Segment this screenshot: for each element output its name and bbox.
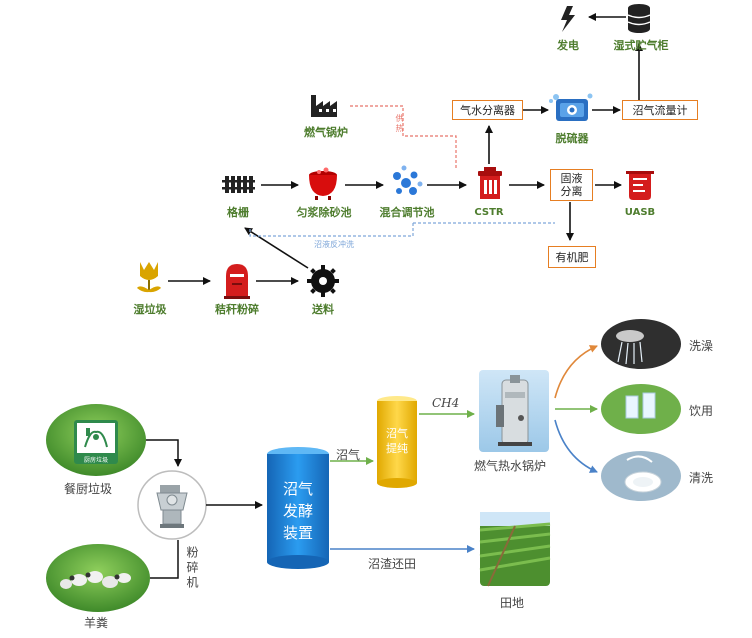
gas-holder-icon: [627, 4, 651, 33]
wet-waste-label: 湿垃圾: [133, 303, 167, 316]
ch4-label: CH4: [432, 396, 460, 410]
kitchen-sign-text: 厨房垃圾: [83, 457, 108, 464]
boiler-label: 燃气锅炉: [304, 126, 348, 139]
field-image: [479, 512, 551, 587]
digestate-label: 沼渣还田: [368, 557, 417, 571]
shower-label: 洗澡: [689, 339, 714, 353]
gas-holder-label: 湿式贮气柜: [613, 39, 669, 52]
boiler-image: [479, 370, 549, 452]
fermenter-tank: [267, 447, 329, 569]
fence-icon: [222, 176, 255, 193]
cauldron-icon: [309, 167, 337, 200]
grille-label: 格栅: [227, 206, 249, 219]
straw-label: 秸秆粉碎: [215, 303, 259, 316]
backwash-note: 沼液反冲洗: [314, 240, 354, 249]
sheep-manure-label: 羊粪: [84, 616, 109, 630]
wash-label: 清洗: [689, 471, 714, 485]
lightning-icon: [561, 6, 575, 32]
desulf-label: 脱硫器: [555, 132, 589, 145]
factory-icon: [311, 95, 337, 117]
mailbox-icon: [224, 264, 250, 299]
top-arrows: [168, 13, 643, 285]
tulip-icon: [137, 262, 161, 293]
drinking-image: [601, 384, 681, 434]
kitchen-waste-image: [46, 404, 146, 476]
biogas-flowmeter-box: 沼气流量计: [622, 100, 698, 120]
uasb-label: UASB: [624, 207, 656, 218]
power-label: 发电: [557, 39, 579, 52]
shower-arrow: [554, 345, 598, 399]
drink-label: 饮用: [689, 404, 714, 418]
gas-water-separator-box: 气水分离器: [452, 100, 523, 120]
cstr-label: CSTR: [474, 207, 504, 218]
feed-label: 送料: [312, 303, 334, 316]
biogas-label: 沼气: [336, 448, 361, 462]
purifier-tank: [377, 396, 417, 488]
shower-image: [601, 319, 681, 369]
fermenter-label: 沼气发酵装置: [282, 480, 313, 542]
backwash-line: [249, 223, 414, 237]
crusher-image: [137, 470, 207, 540]
desulfurizer-icon: [549, 93, 593, 121]
beaker-icon: [626, 171, 654, 200]
cstr-tank-icon: [478, 167, 502, 199]
gas-boiler-label: 燃气热水锅炉: [474, 459, 547, 473]
solid-liquid-separator-box: 固液分离: [550, 169, 593, 201]
kitchen-waste-label: 餐厨垃圾: [64, 482, 113, 496]
heat-supply-note: 供热: [395, 114, 404, 134]
homog-pool-label: 匀浆除砂池: [296, 206, 352, 219]
purifier-label: 沼气提纯: [386, 427, 408, 455]
washing-image: [601, 451, 681, 501]
gear-icon: [307, 265, 339, 297]
wash-arrow: [554, 419, 598, 473]
field-label: 田地: [500, 596, 525, 610]
bottom-arrows: [146, 439, 263, 579]
sheep-image: [46, 544, 150, 612]
heat-supply-line: [350, 105, 457, 168]
mix-pool-label: 混合调节池: [379, 206, 435, 219]
molecules-icon: [393, 165, 423, 195]
crusher-label: 粉碎机: [185, 546, 199, 591]
organic-fertilizer-box: 有机肥: [548, 246, 596, 268]
